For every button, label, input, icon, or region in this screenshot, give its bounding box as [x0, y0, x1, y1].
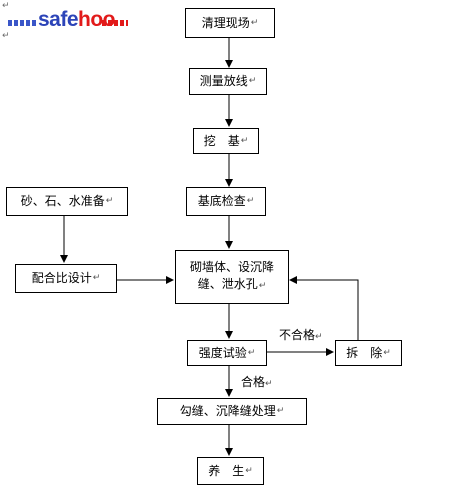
node-masonry-line1-text: 砌墙体、设沉降 [189, 260, 274, 274]
node-strength-test: 强度试验↵ [187, 340, 267, 366]
node-masonry: 砌墙体、设沉降 缝、泄水孔↵ [175, 250, 289, 304]
logo-dots-left [8, 20, 36, 26]
node-survey-layout-label: 测量放线 [199, 74, 248, 88]
edge-label-fail: 不合格↵ [279, 328, 323, 344]
pilcrow-mark: ↵ [250, 17, 259, 28]
pilcrow-mark: ↵ [245, 465, 253, 476]
edge-label-fail-text: 不合格 [279, 328, 316, 342]
pilcrow-mark: ↵ [265, 379, 273, 389]
pilcrow-mark-logo: ↵ [2, 31, 10, 41]
pilcrow-mark: ↵ [247, 347, 256, 358]
node-curing: 养 生↵ [197, 457, 264, 485]
node-mix-design: 配合比设计↵ [15, 264, 117, 293]
node-clean-site-label: 清理现场 [201, 15, 250, 30]
node-inspect-base: 基底检查↵ [186, 187, 266, 216]
pilcrow-mark-top: ↵ [2, 1, 10, 11]
pilcrow-mark: ↵ [258, 281, 267, 291]
node-clean-site: 清理现场↵ [185, 8, 275, 38]
edge-label-pass-text: 合格 [241, 375, 266, 389]
pilcrow-mark: ↵ [276, 406, 285, 416]
node-joint-treatment: 勾缝、沉降缝处理↵ [157, 398, 307, 425]
edge-label-pass: 合格↵ [241, 375, 273, 391]
node-materials: 砂、石、水准备↵ [6, 187, 128, 216]
pilcrow-mark: ↵ [246, 196, 255, 206]
pilcrow-mark: ↵ [240, 135, 249, 146]
pilcrow-mark: ↵ [383, 347, 391, 358]
node-strength-test-label: 强度试验 [198, 345, 247, 360]
node-masonry-line2: 缝、泄水孔↵ [198, 276, 267, 295]
node-excavate: 挖 基↵ [193, 128, 259, 154]
safehoo-logo: safehoo [2, 8, 132, 32]
logo-word-main: safe [38, 8, 79, 31]
node-joint-treatment-label: 勾缝、沉降缝处理 [179, 404, 276, 418]
node-masonry-line1: 砌墙体、设沉降 [190, 259, 274, 276]
pilcrow-mark: ↵ [248, 76, 257, 86]
pilcrow-mark: ↵ [315, 332, 323, 342]
pilcrow-mark: ↵ [92, 273, 101, 283]
node-curing-label: 养 生 [208, 463, 245, 478]
node-excavate-label: 挖 基 [203, 133, 240, 148]
logo-dots-right [102, 20, 128, 26]
pilcrow-mark: ↵ [105, 196, 114, 206]
node-inspect-base-label: 基底检查 [197, 194, 246, 208]
node-demolish: 拆 除↵ [335, 340, 402, 366]
arrow-demolish-to-masonry [289, 276, 359, 340]
node-survey-layout: 测量放线↵ [189, 68, 267, 95]
node-mix-design-label: 配合比设计 [31, 271, 92, 285]
node-masonry-line2-text: 缝、泄水孔 [197, 277, 258, 291]
node-demolish-label: 拆 除 [346, 345, 383, 360]
node-materials-label: 砂、石、水准备 [20, 194, 105, 208]
